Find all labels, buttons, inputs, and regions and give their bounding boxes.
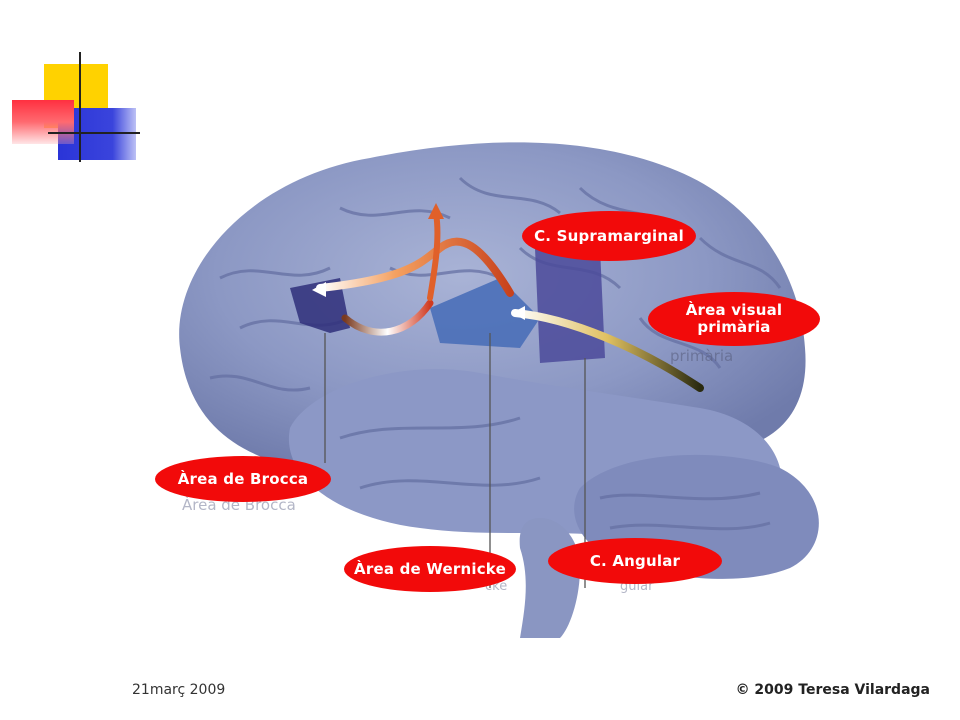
broca-region — [290, 278, 350, 333]
decor-red-square — [12, 100, 74, 144]
pathway-arrow-loop — [341, 299, 434, 336]
footer-copyright: © 2009 Teresa Vilardaga — [735, 682, 930, 698]
label-wernicke-text: Àrea de Wernicke — [354, 559, 506, 578]
label-angular-text: C. Angular — [589, 551, 681, 570]
label-angular: C. Angular — [548, 538, 722, 584]
label-visual-line2: primària — [697, 318, 771, 336]
label-visual-area: Àrea visual primària — [648, 292, 820, 346]
decor-horizontal-line — [48, 132, 140, 134]
label-supramarginal-text: C. Supramarginal — [534, 226, 684, 245]
pathway-arrow-wernicke — [316, 237, 514, 297]
label-wernicke: Àrea de Wernicke — [344, 546, 516, 592]
decor-vertical-line — [79, 52, 81, 162]
pathway-arrow-up — [427, 210, 441, 301]
label-visual-area-text: Àrea visual primària — [686, 302, 783, 336]
label-supramarginal: C. Supramarginal — [522, 211, 696, 261]
pathway-arrow-visual — [511, 309, 704, 392]
angular-region — [535, 248, 605, 363]
label-visual-line1: Àrea visual — [685, 301, 783, 319]
label-brocca: Àrea de Brocca — [155, 456, 331, 502]
label-brocca-text: Àrea de Brocca — [177, 469, 309, 488]
footer-date: 21març 2009 — [132, 682, 226, 698]
underlay-primaria: primària — [670, 347, 733, 365]
